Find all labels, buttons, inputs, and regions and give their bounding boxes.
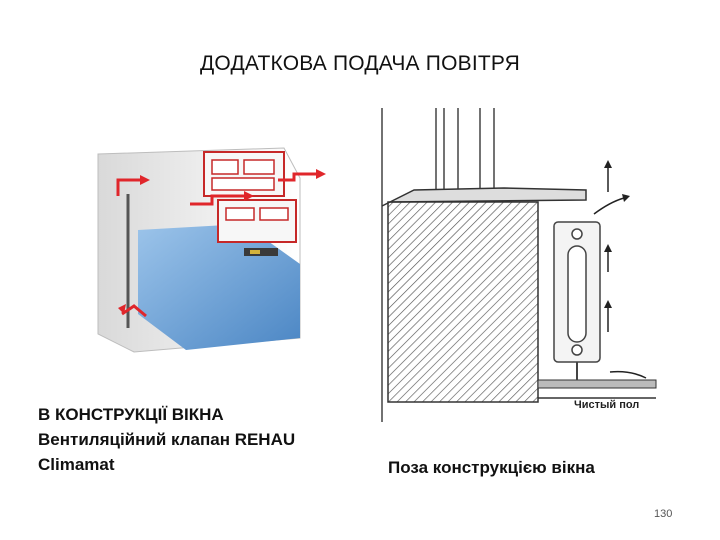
caption-line: В КОНСТРУКЦІЇ ВІКНА <box>38 405 224 424</box>
profile-chamber <box>211 159 239 175</box>
floor-slab <box>537 379 657 389</box>
hatched-wall <box>387 201 539 403</box>
radiator <box>553 221 601 363</box>
convection-arrows <box>593 168 647 379</box>
arrow-heads <box>604 160 630 308</box>
airflow-arrows <box>116 172 316 318</box>
arrow-heads <box>118 169 326 314</box>
profile-chamber <box>211 177 275 191</box>
window-frame-lines <box>381 108 495 422</box>
left-caption: В КОНСТРУКЦІЇ ВІКНА Вентиляційний клапан… <box>38 402 368 477</box>
floor-label: Чистый пол <box>574 399 639 411</box>
seal <box>250 250 260 254</box>
sash-chamber <box>225 207 255 221</box>
profile-chamber <box>243 159 275 175</box>
caption-line: Вентиляційний клапан REHAU <box>38 430 296 449</box>
caption-line: Climamat <box>38 455 115 474</box>
right-caption: Поза конструкцією вікна <box>388 458 595 477</box>
wall-section-drawing: Чистый пол <box>381 108 657 422</box>
window-profile-illustration <box>97 147 326 353</box>
page-number: 130 <box>654 508 673 520</box>
seal <box>244 248 278 256</box>
slide-title: ДОДАТКОВА ПОДАЧА ПОВІТРЯ <box>200 52 520 75</box>
sash-chamber <box>217 199 297 243</box>
sash-chamber <box>259 207 289 221</box>
